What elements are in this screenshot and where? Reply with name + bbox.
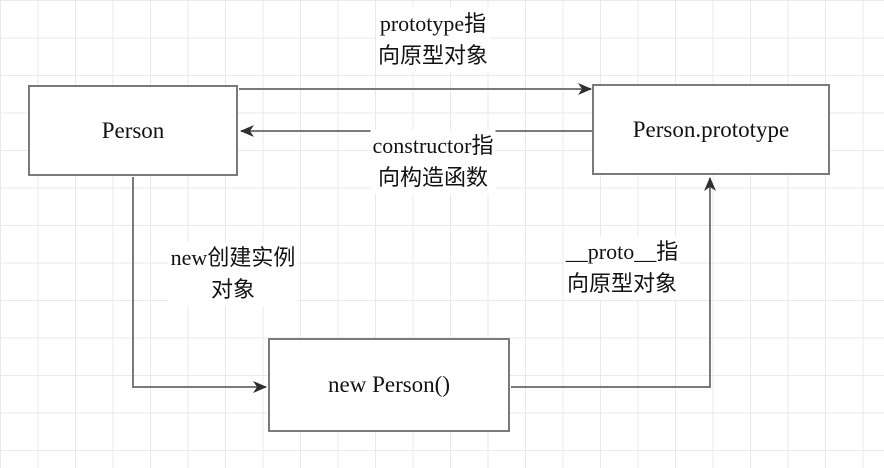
edge-proto[interactable] bbox=[511, 177, 716, 388]
edge-label-new-instance: new创建实例 对象 bbox=[168, 242, 298, 306]
edge-label-line: 向构造函数 bbox=[377, 165, 488, 190]
edge-label-proto: __proto__指 向原型对象 bbox=[563, 236, 681, 300]
node-person-label: Person bbox=[101, 117, 165, 143]
node-person-prototype[interactable]: Person.prototype bbox=[592, 84, 830, 175]
edge-label-line: prototype指 bbox=[379, 11, 487, 36]
node-new-person[interactable]: new Person() bbox=[268, 338, 510, 432]
node-new-person-label: new Person() bbox=[328, 372, 450, 397]
node-person[interactable]: Person bbox=[28, 85, 238, 176]
edge-new-instance[interactable] bbox=[132, 177, 267, 393]
edge-label-prototype: prototype指 向原型对象 bbox=[375, 8, 491, 72]
edge-label-constructor: constructor指 向构造函数 bbox=[370, 130, 496, 194]
edge-label-line: 对象 bbox=[210, 277, 255, 302]
node-person-prototype-label: Person.prototype bbox=[632, 116, 790, 142]
edge-label-line: 向原型对象 bbox=[566, 271, 678, 296]
edge-label-line: __proto__指 bbox=[565, 239, 679, 264]
edge-label-line: constructor指 bbox=[372, 133, 494, 158]
edge-label-line: new创建实例 bbox=[170, 245, 296, 270]
edge-label-line: 向原型对象 bbox=[377, 43, 489, 68]
